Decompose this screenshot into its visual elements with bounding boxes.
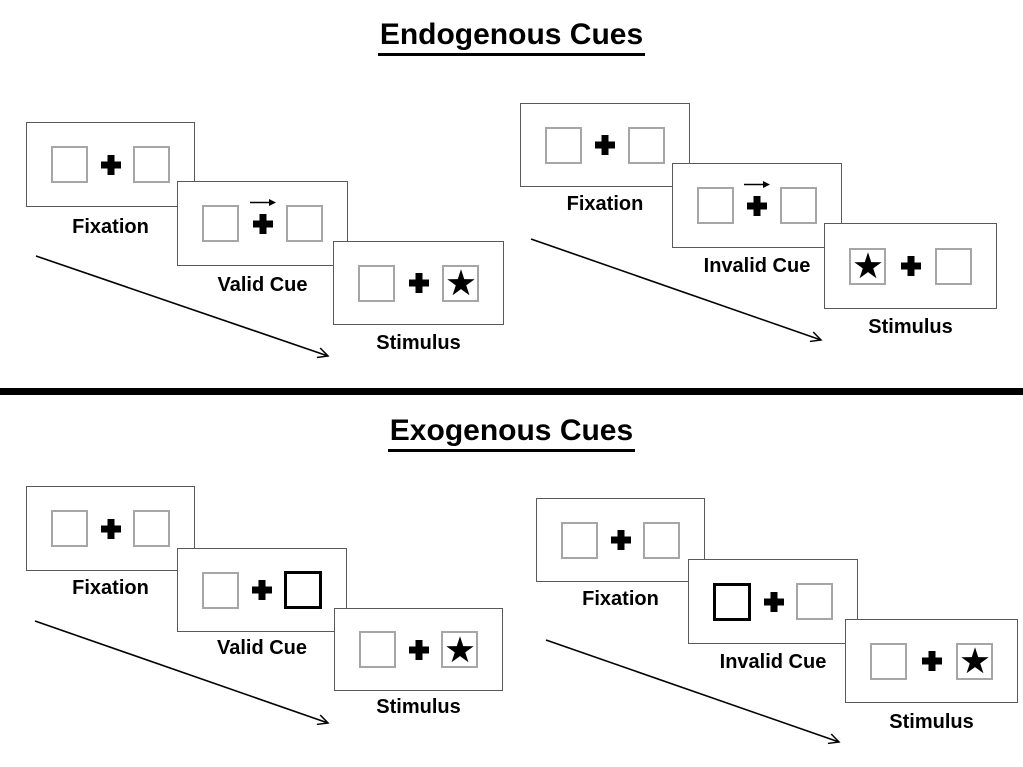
star-icon — [445, 635, 474, 662]
cue-panel — [177, 181, 348, 266]
timeline-arrow-endogenous-invalid — [530, 238, 823, 343]
plus-cross-icon — [101, 519, 121, 539]
timeline-arrow-exogenous-invalid — [545, 639, 841, 745]
endogenous-section-title: Endogenous Cues — [377, 18, 646, 56]
fixation-cross-wrap — [249, 198, 276, 234]
left-box — [202, 205, 239, 242]
fixation-cross-wrap — [101, 155, 121, 175]
right-arrow-icon — [744, 180, 770, 188]
right-box — [286, 205, 323, 242]
fixation-label: Fixation — [566, 193, 644, 215]
left-box — [870, 642, 907, 680]
exogenous-section-title: Exogenous Cues — [387, 414, 636, 452]
fixation-cross-wrap — [744, 180, 770, 216]
star-icon — [960, 647, 989, 674]
left-box — [51, 146, 88, 183]
right-box — [935, 247, 972, 285]
plus-cross-icon — [101, 155, 121, 175]
left-box — [697, 187, 734, 224]
left-box — [561, 521, 598, 559]
fixation-panel — [536, 498, 705, 582]
left-box — [545, 126, 582, 164]
stimulus-label: Stimulus — [868, 316, 953, 338]
right-arrow-icon — [249, 198, 276, 206]
fixation-cross-wrap — [252, 580, 272, 600]
star-icon — [853, 252, 882, 279]
left-box — [51, 510, 88, 547]
section-divider — [0, 388, 1023, 395]
right-box — [133, 146, 170, 183]
left-box — [202, 571, 239, 609]
plus-cross-icon — [922, 651, 942, 671]
cue-panel — [672, 163, 842, 248]
fixation-cross-wrap — [409, 273, 429, 293]
plus-cross-icon — [747, 196, 767, 216]
stimulus-label: Stimulus — [376, 332, 461, 354]
fixation-label: Fixation — [582, 588, 659, 610]
right-box — [133, 510, 170, 547]
fixation-cross-wrap — [101, 519, 121, 539]
right-box-with-star — [441, 631, 478, 668]
cue-panel — [177, 548, 347, 632]
fixation-panel — [520, 103, 690, 187]
cue-label: Invalid Cue — [703, 255, 811, 277]
left-box-with-star — [849, 247, 886, 285]
stimulus-label: Stimulus — [376, 696, 461, 718]
bold-square-cue-icon — [713, 582, 751, 621]
left-box — [358, 264, 395, 302]
fixation-cross-wrap — [922, 651, 942, 671]
fixation-cross-wrap — [764, 592, 784, 612]
plus-cross-icon — [252, 580, 272, 600]
fixation-panel — [26, 122, 195, 207]
fixation-label: Fixation — [72, 216, 149, 238]
plus-cross-icon — [253, 214, 273, 234]
cue-label: Invalid Cue — [719, 651, 827, 673]
plus-cross-icon — [611, 530, 631, 550]
timeline-arrow-endogenous-valid — [35, 255, 330, 359]
timeline-arrow-exogenous-valid — [34, 620, 330, 726]
left-box — [359, 631, 396, 668]
right-box — [780, 187, 817, 224]
right-box — [796, 583, 833, 620]
endogenous-section-title-row: Endogenous Cues — [0, 18, 1023, 56]
exogenous-section-title-row: Exogenous Cues — [0, 414, 1023, 452]
cue-panel — [688, 559, 858, 644]
fixation-cross-wrap — [595, 135, 615, 155]
fixation-cross-wrap — [611, 530, 631, 550]
stimulus-panel — [824, 223, 997, 309]
star-icon — [446, 269, 475, 296]
right-box — [628, 126, 665, 164]
stimulus-panel — [845, 619, 1018, 703]
cue-label: Valid Cue — [217, 274, 308, 296]
fixation-cross-wrap — [901, 256, 921, 276]
fixation-panel — [26, 486, 195, 571]
stimulus-panel — [334, 608, 503, 691]
cue-label: Valid Cue — [216, 637, 308, 659]
right-box-with-star — [442, 264, 479, 302]
stimulus-panel — [333, 241, 504, 325]
stimulus-label: Stimulus — [889, 711, 974, 733]
plus-cross-icon — [901, 256, 921, 276]
bold-square-cue-icon — [284, 571, 322, 609]
right-box — [643, 521, 680, 559]
plus-cross-icon — [409, 640, 429, 660]
plus-cross-icon — [595, 135, 615, 155]
plus-cross-icon — [764, 592, 784, 612]
plus-cross-icon — [409, 273, 429, 293]
right-box-with-star — [956, 642, 993, 680]
fixation-label: Fixation — [72, 577, 149, 599]
fixation-cross-wrap — [409, 640, 429, 660]
